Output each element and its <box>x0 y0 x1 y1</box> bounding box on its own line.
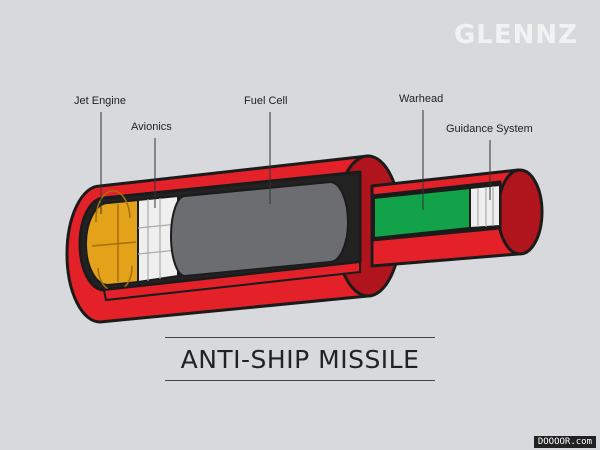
label-jet-engine: Jet Engine <box>74 95 126 107</box>
diagram-title: ANTI-SHIP MISSILE <box>180 344 420 374</box>
rear-inner-band <box>102 260 361 302</box>
label-avionics: Avionics <box>131 121 172 133</box>
label-warhead: Warhead <box>399 93 444 105</box>
warhead-component <box>373 186 471 240</box>
title-frame: ANTI-SHIP MISSILE <box>165 337 435 381</box>
guidance-system-component <box>469 183 501 230</box>
label-fuel-cell: Fuel Cell <box>244 95 288 107</box>
site-badge: DOOOOR.com <box>533 436 596 448</box>
fuel-cell-component <box>170 180 349 278</box>
label-leader-lines <box>100 110 491 214</box>
label-guidance-system: Guidance System <box>446 123 533 135</box>
brand-logo: GLENNZ <box>453 20 578 50</box>
